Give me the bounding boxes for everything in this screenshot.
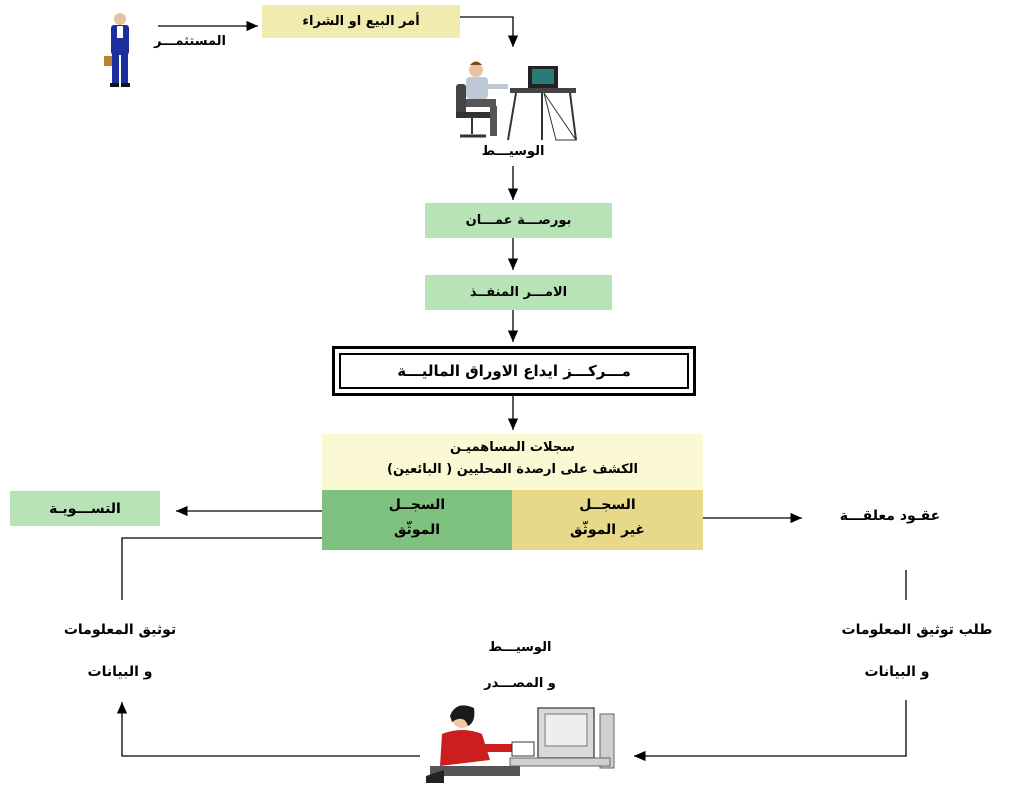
registers-header: سجلات المساهميـن الكشف على ارصدة المحليي… [322, 434, 703, 490]
broker-issuer-line2: و المصـــدر [484, 676, 556, 691]
uncertified-register-line2: غير الموثّق [570, 522, 645, 538]
registers-subtitle: الكشف على ارصدة المحليين ( البائعين) [387, 462, 638, 477]
request-documentation-line2: و البيانات [864, 664, 930, 680]
request-documentation-line1: طلب توثيق المعلومات [841, 622, 993, 638]
documentation-line1: توثيق المعلومات [63, 622, 177, 638]
order-box: أمر البيع او الشراء [262, 5, 460, 38]
registers-title: سجلات المساهميـن [450, 440, 575, 455]
sdc-label: مـــركـــز ايداع الاوراق الماليـــة [339, 353, 689, 389]
uncertified-register: السجــل غير الموثّق [512, 490, 703, 550]
certified-register-line2: الموثّق [393, 522, 441, 538]
certified-register-line1: السجــل [388, 497, 446, 513]
exchange-box: بورصـــة عمـــان [425, 203, 612, 238]
pending-contracts-label: عقـود معلقـــة [839, 508, 941, 524]
certified-register: السجــل الموثّق [322, 490, 512, 550]
broker-label: الوسيـــط [481, 144, 545, 159]
executed-order-box: الامـــر المنفــذ [425, 275, 612, 310]
uncertified-register-line1: السجــل [579, 497, 636, 513]
broker-issuer-figure [420, 700, 626, 783]
investor-label: المستثمـــر [153, 34, 226, 49]
investor-figure [100, 12, 140, 88]
documentation-line2: و البيانات [87, 664, 153, 680]
sdc-box: مـــركـــز ايداع الاوراق الماليـــة [332, 346, 696, 396]
broker-issuer-line1: الوسيـــط [488, 640, 552, 655]
broker-desk-figure [446, 56, 578, 142]
settlement-box: التســـويـة [10, 491, 160, 526]
